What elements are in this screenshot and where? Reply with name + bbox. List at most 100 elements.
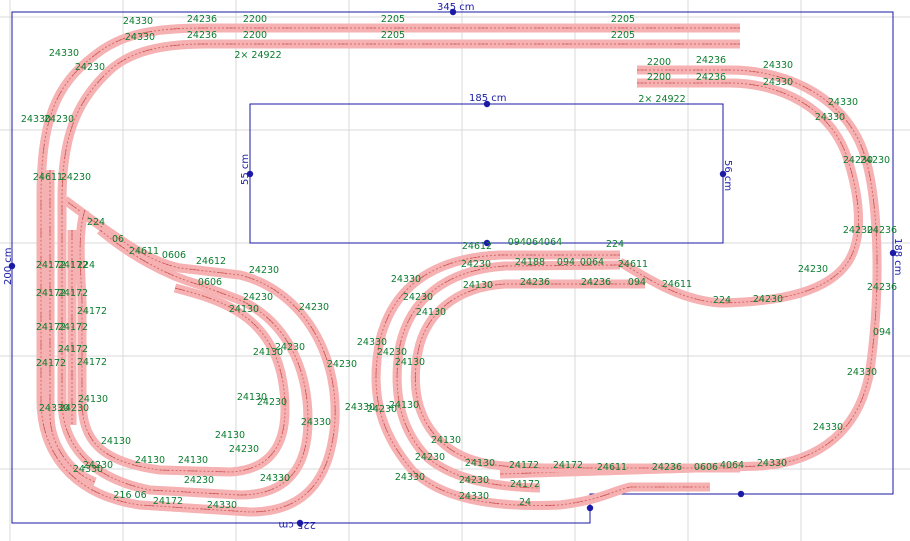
track-part-label: 24172 — [36, 288, 66, 299]
track-part-label: 24330 — [49, 48, 79, 59]
track-part-label: 24130 — [215, 430, 245, 441]
track-part-label: 24230 — [184, 475, 214, 486]
track-part-label: 24230 — [299, 302, 329, 313]
dim-dot-inner-bottom — [483, 239, 491, 247]
track-part-label: 24230 — [753, 294, 783, 305]
track-part-label: 24230 — [459, 475, 489, 486]
track-part-label: 24172 — [58, 344, 88, 355]
track-part-label: 224 — [87, 217, 105, 228]
track-part-label: 24230 — [461, 259, 491, 270]
track-part-label: 24188 — [515, 257, 545, 268]
track-part-label: 24130 — [101, 436, 131, 447]
track-top-inner — [57, 39, 740, 500]
track-part-label: 24611 — [662, 279, 692, 290]
track-part-label: 24236 — [867, 282, 897, 293]
dim-dot-bottom-step — [586, 504, 594, 512]
track-part-label: 24130 — [237, 392, 267, 403]
track-part-label: 24611 — [597, 462, 627, 473]
track-part-label: 24172 — [36, 322, 66, 333]
track-part-label: 24330 — [260, 473, 290, 484]
track-part-label: 2205 — [611, 30, 635, 41]
track-part-label: 24130 — [431, 435, 461, 446]
track-left-inner — [75, 208, 290, 477]
track-part-label: 24172 — [153, 496, 183, 507]
track-part-label: 24330 — [301, 417, 331, 428]
track-part-label: 24230 — [61, 172, 91, 183]
dim-inner-height-right: 56 cm — [722, 160, 733, 191]
track-part-label: 24230 — [377, 347, 407, 358]
track-part-label: 24330 — [763, 77, 793, 88]
track-part-label: 24172 — [36, 358, 66, 369]
track-part-label: 24611 — [129, 246, 159, 257]
track-part-label: 24330 — [73, 464, 103, 475]
track-br-inner — [410, 279, 740, 473]
track-part-label: 2205 — [381, 14, 405, 25]
track-part-label: 216 06 — [113, 490, 146, 501]
track-part-label: 24230 — [75, 62, 105, 73]
dim-inner-height-left: 55 cm — [240, 154, 251, 185]
track-part-label: 2× 24922 — [234, 50, 281, 61]
track-part-label: 24172 — [509, 460, 539, 471]
track-part-label: 24330 — [757, 458, 787, 469]
track-part-label: 2200 — [243, 14, 267, 25]
track-part-label: 24230 — [275, 342, 305, 353]
dim-board-width: 345 cm — [437, 2, 475, 13]
track-part-label: 094 — [873, 327, 891, 338]
track-part-label: 24330 — [39, 403, 69, 414]
track-part-label: 24130 — [178, 455, 208, 466]
track-part-label: 24172 — [553, 460, 583, 471]
track-part-label: 24230 — [257, 397, 287, 408]
track-top-outer — [36, 23, 740, 517]
track-left-siding — [45, 170, 97, 487]
dim-dot-inner-left — [246, 170, 254, 178]
track-part-label: 24130 — [135, 455, 165, 466]
track-part-label: 24230 — [83, 460, 113, 471]
dim-dot-inner-right — [719, 170, 727, 178]
track-label-group: 24236 2200 2205 2205 24330 24330 24236 2200 2205… — [21, 14, 897, 511]
track-part-label: 24130 — [416, 307, 446, 318]
track-part-label: 224 — [77, 260, 95, 271]
dim-dot-inner-top — [483, 100, 491, 108]
track-part-label: 24172 — [77, 306, 107, 317]
track-part-label: 24236 — [696, 55, 726, 66]
track-part-label: 24 — [519, 497, 531, 508]
track-part-label: 24330 — [357, 337, 387, 348]
track-part-label: 24330 — [813, 422, 843, 433]
track-part-label: 24130 — [463, 280, 493, 291]
dim-dot-left — [8, 262, 16, 270]
dim-board-height: 200 cm — [3, 247, 14, 285]
track-right-outer — [499, 65, 882, 479]
track-part-label: 24172 — [36, 260, 66, 271]
dim-dot-right — [889, 249, 897, 257]
track-right-inner — [617, 78, 863, 308]
track-part-label: 24611 — [618, 259, 648, 270]
track-part-label: 24330 — [207, 500, 237, 511]
track-part-label: 0606 — [694, 462, 718, 473]
track-part-label: 094 — [557, 257, 575, 268]
track-part-label: 24172 — [58, 260, 88, 271]
track-part-label: 24330 — [847, 367, 877, 378]
track-part-label: 24230 — [860, 155, 890, 166]
track-part-label: 2200 — [647, 57, 671, 68]
track-part-label: 24130 — [395, 357, 425, 368]
track-part-label: 24236 — [652, 462, 682, 473]
track-br-outer — [371, 250, 710, 510]
track-part-label: 24236 — [187, 14, 217, 25]
track-part-label: 24172 — [77, 357, 107, 368]
inner-board-outline — [249, 103, 724, 244]
track-part-label: 24230 — [403, 292, 433, 303]
track-part-label: 24230 — [415, 452, 445, 463]
track-part-label: 24330 — [815, 112, 845, 123]
track-part-label: 2205 — [611, 14, 635, 25]
track-part-label: 24172 — [58, 288, 88, 299]
track-part-label: 24330 — [125, 32, 155, 43]
track-part-label: 24130 — [389, 400, 419, 411]
track-part-label: 24130 — [253, 347, 283, 358]
track-part-label: 224 — [606, 239, 624, 250]
track-part-label: 24330 — [828, 97, 858, 108]
track-part-label: 24130 — [78, 394, 108, 405]
track-part-label: 24236 — [867, 225, 897, 236]
track-part-label: 24330 — [763, 60, 793, 71]
